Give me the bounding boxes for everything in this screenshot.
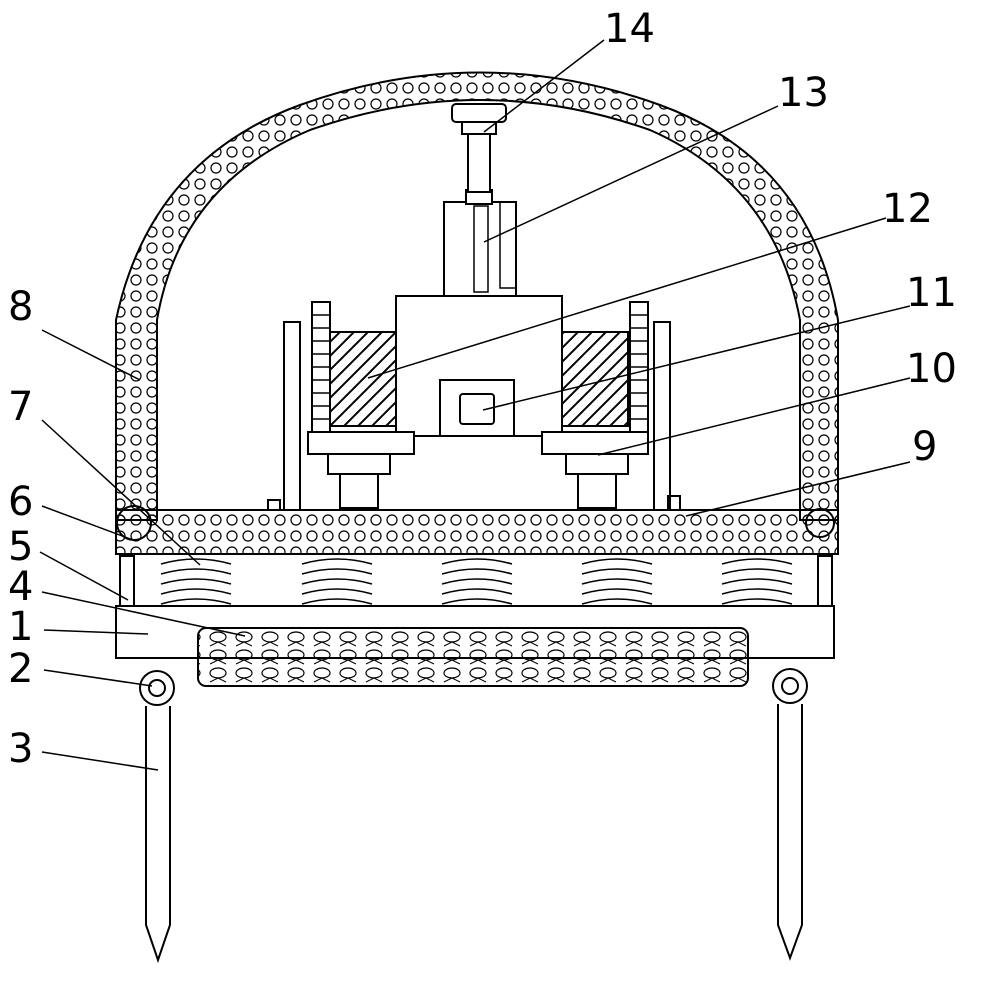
device-frame xyxy=(283,301,671,511)
piston-rod xyxy=(467,131,491,193)
hinge-left xyxy=(116,505,152,541)
leader-lines xyxy=(39,39,911,771)
callout-1: 1 xyxy=(8,604,33,650)
callout-2: 2 xyxy=(8,646,33,692)
hatched-block-right xyxy=(561,331,629,427)
control-box xyxy=(439,379,515,437)
control-box-inner xyxy=(459,393,495,425)
pivot-left xyxy=(139,670,175,706)
hinge-right xyxy=(805,508,835,538)
spike-right xyxy=(777,704,803,961)
filter-layer xyxy=(197,627,749,687)
callout-9: 9 xyxy=(912,424,937,470)
callout-10: 10 xyxy=(906,346,957,392)
dome-cover xyxy=(115,71,839,521)
callout-4: 4 xyxy=(8,564,33,610)
pivot-right xyxy=(772,668,808,704)
guide-post-right xyxy=(817,555,833,607)
spike-left xyxy=(145,706,171,964)
callout-labels: 1 2 3 4 5 6 7 8 9 10 11 12 13 14 xyxy=(8,6,957,772)
callout-12: 12 xyxy=(882,186,933,232)
guide-post-left xyxy=(119,555,135,607)
callout-13: 13 xyxy=(778,70,829,116)
callout-6: 6 xyxy=(8,479,33,525)
callout-7: 7 xyxy=(8,384,33,430)
callout-5: 5 xyxy=(8,524,33,570)
hatched-block-left xyxy=(329,331,397,427)
callout-3: 3 xyxy=(8,726,33,772)
springs xyxy=(160,558,793,605)
callout-8: 8 xyxy=(8,284,33,330)
callout-11: 11 xyxy=(906,270,957,316)
cylinder-body xyxy=(443,201,517,297)
upper-plate xyxy=(115,509,839,555)
callout-14: 14 xyxy=(604,6,655,52)
brackets xyxy=(307,431,649,509)
top-disc xyxy=(451,103,507,123)
